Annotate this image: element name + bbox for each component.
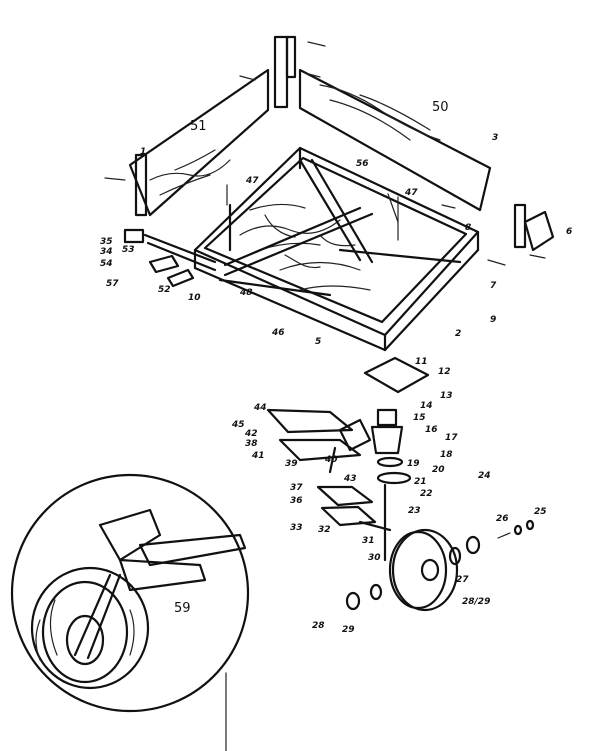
label-2: 2	[455, 329, 461, 339]
label-51: 51	[190, 119, 207, 134]
label-8: 8	[465, 223, 471, 233]
corner-bracket-top	[273, 35, 297, 109]
label-30: 30	[368, 553, 381, 563]
label-17: 17	[445, 433, 458, 443]
label-54: 54	[100, 259, 113, 269]
label-1: 1	[140, 147, 146, 157]
label-43: 43	[343, 474, 357, 484]
hitch-tongue	[123, 228, 217, 288]
label-47-left: 47	[245, 176, 259, 186]
spindle-column	[370, 408, 412, 562]
left-side-board	[128, 68, 270, 217]
label-45: 45	[231, 420, 245, 430]
label-40: 40	[324, 455, 338, 465]
label-19: 19	[407, 459, 420, 469]
label-56: 56	[356, 159, 369, 169]
label-11: 11	[415, 357, 428, 367]
label-22: 22	[420, 489, 433, 499]
label-53: 53	[122, 245, 135, 255]
label-28-29: 28/29	[462, 597, 490, 607]
label-41: 41	[251, 451, 265, 461]
label-59: 59	[174, 601, 191, 616]
axle-bracket	[266, 408, 372, 474]
label-28: 28	[312, 621, 325, 631]
label-39: 39	[285, 459, 298, 469]
pivot-plate	[363, 356, 430, 394]
label-57: 57	[106, 279, 119, 289]
label-34: 34	[100, 247, 113, 257]
bolts	[104, 41, 546, 266]
label-15: 15	[413, 413, 426, 423]
label-33: 33	[290, 523, 303, 533]
label-23: 23	[408, 506, 421, 516]
label-9: 9	[490, 315, 496, 325]
rear-side-board	[298, 68, 492, 212]
label-10: 10	[188, 293, 201, 303]
label-25: 25	[534, 507, 547, 517]
label-21: 21	[414, 477, 427, 487]
label-35: 35	[100, 237, 113, 247]
lower-axle-bracket	[316, 485, 392, 532]
wheel	[388, 528, 481, 612]
label-24: 24	[478, 471, 491, 481]
label-14: 14	[420, 401, 433, 411]
label-42: 42	[244, 429, 258, 439]
hardware-right	[497, 519, 535, 539]
label-20: 20	[432, 465, 445, 475]
label-36: 36	[290, 496, 303, 506]
label-26: 26	[496, 514, 509, 524]
label-18: 18	[440, 450, 453, 460]
label-12: 12	[438, 367, 451, 377]
label-6: 6	[566, 227, 572, 237]
label-5: 5	[315, 337, 321, 347]
washers-left	[345, 583, 383, 611]
label-47-right: 47	[404, 188, 418, 198]
label-7: 7	[490, 281, 497, 291]
label-48: 48	[239, 288, 253, 298]
label-29: 29	[342, 625, 355, 635]
label-32: 32	[318, 525, 331, 535]
label-37: 37	[290, 483, 303, 493]
right-board-bracket	[513, 203, 555, 252]
label-3: 3	[492, 133, 498, 143]
trailer-box	[193, 146, 480, 352]
label-16: 16	[425, 425, 438, 435]
label-27: 27	[456, 575, 469, 585]
label-52: 52	[158, 285, 171, 295]
label-44: 44	[253, 403, 267, 413]
detail-inset	[10, 473, 250, 751]
left-board-bracket	[134, 153, 148, 217]
label-13: 13	[440, 391, 453, 401]
label-46: 46	[271, 328, 285, 338]
label-50: 50	[432, 100, 449, 115]
label-38: 38	[245, 439, 258, 449]
label-31: 31	[362, 536, 375, 546]
callout-labels: 51 50 56 1 3 8 47 47 7 6 2 35 34 53 54 5…	[100, 100, 572, 635]
